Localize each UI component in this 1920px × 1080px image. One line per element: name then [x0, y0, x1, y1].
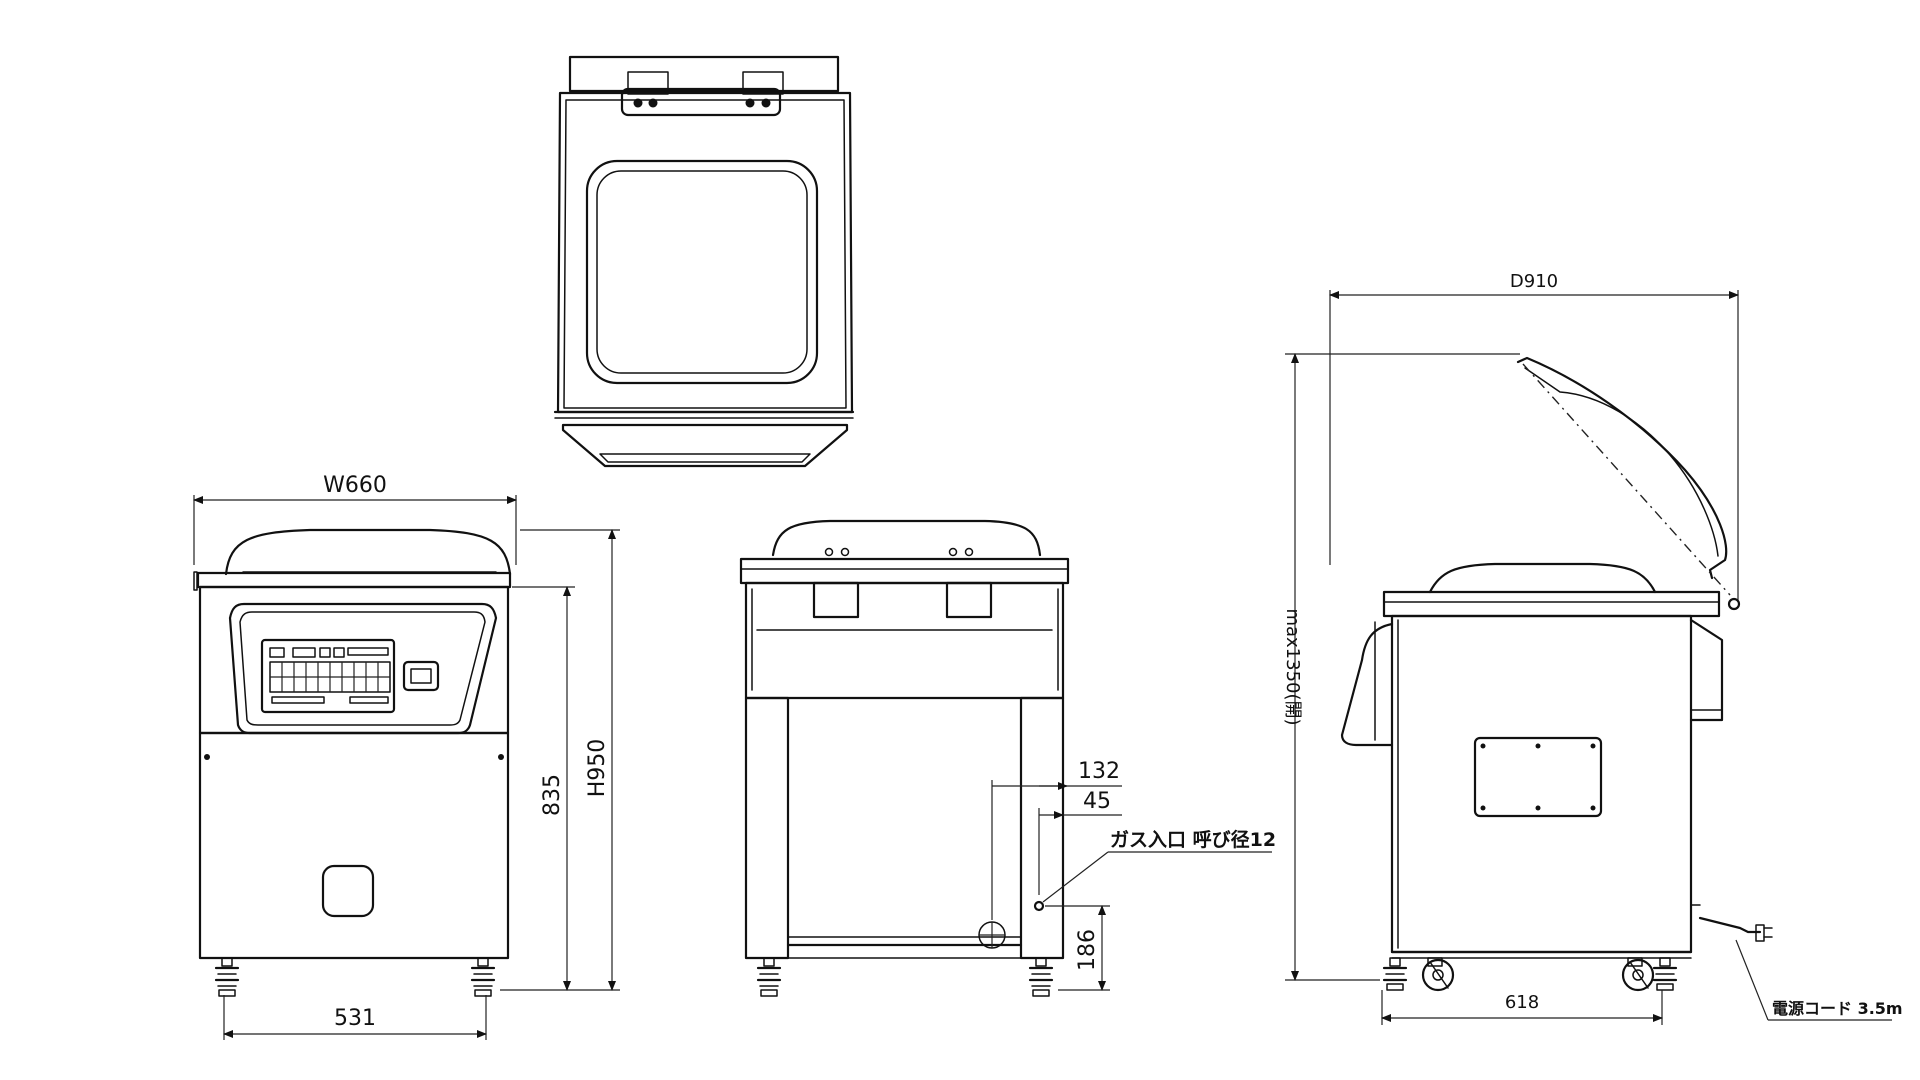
dim-foot-span-front: 531 [334, 1006, 376, 1031]
dim-depth: D910 [1510, 271, 1558, 292]
note-power-cord: 電源コード 3.5m [1772, 999, 1903, 1018]
dim-gas-height: 186 [1075, 929, 1100, 971]
dim-gas-offset-inner: 45 [1083, 789, 1111, 814]
side-view [1340, 356, 1773, 992]
rear-dimensions: 132 45 186 ガス入口 呼び径12 [991, 759, 1276, 991]
dim-height: H950 [585, 739, 610, 798]
top-view [553, 55, 855, 468]
side-dimensions: D910 max1350(開) 618 電源コード 3.5m [1282, 271, 1903, 1025]
rear-view [739, 519, 1070, 997]
note-gas-inlet: ガス入口 呼び径12 [1110, 829, 1276, 851]
dim-body-height: 835 [540, 774, 565, 816]
front-view [193, 528, 512, 997]
dim-width: W660 [323, 473, 387, 498]
dim-foot-span-side: 618 [1505, 992, 1539, 1013]
front-dimensions: W660 H950 835 531 [193, 473, 620, 1040]
dim-lid-open-height: max1350(開) [1282, 608, 1303, 725]
dim-gas-offset-outer: 132 [1078, 759, 1120, 784]
